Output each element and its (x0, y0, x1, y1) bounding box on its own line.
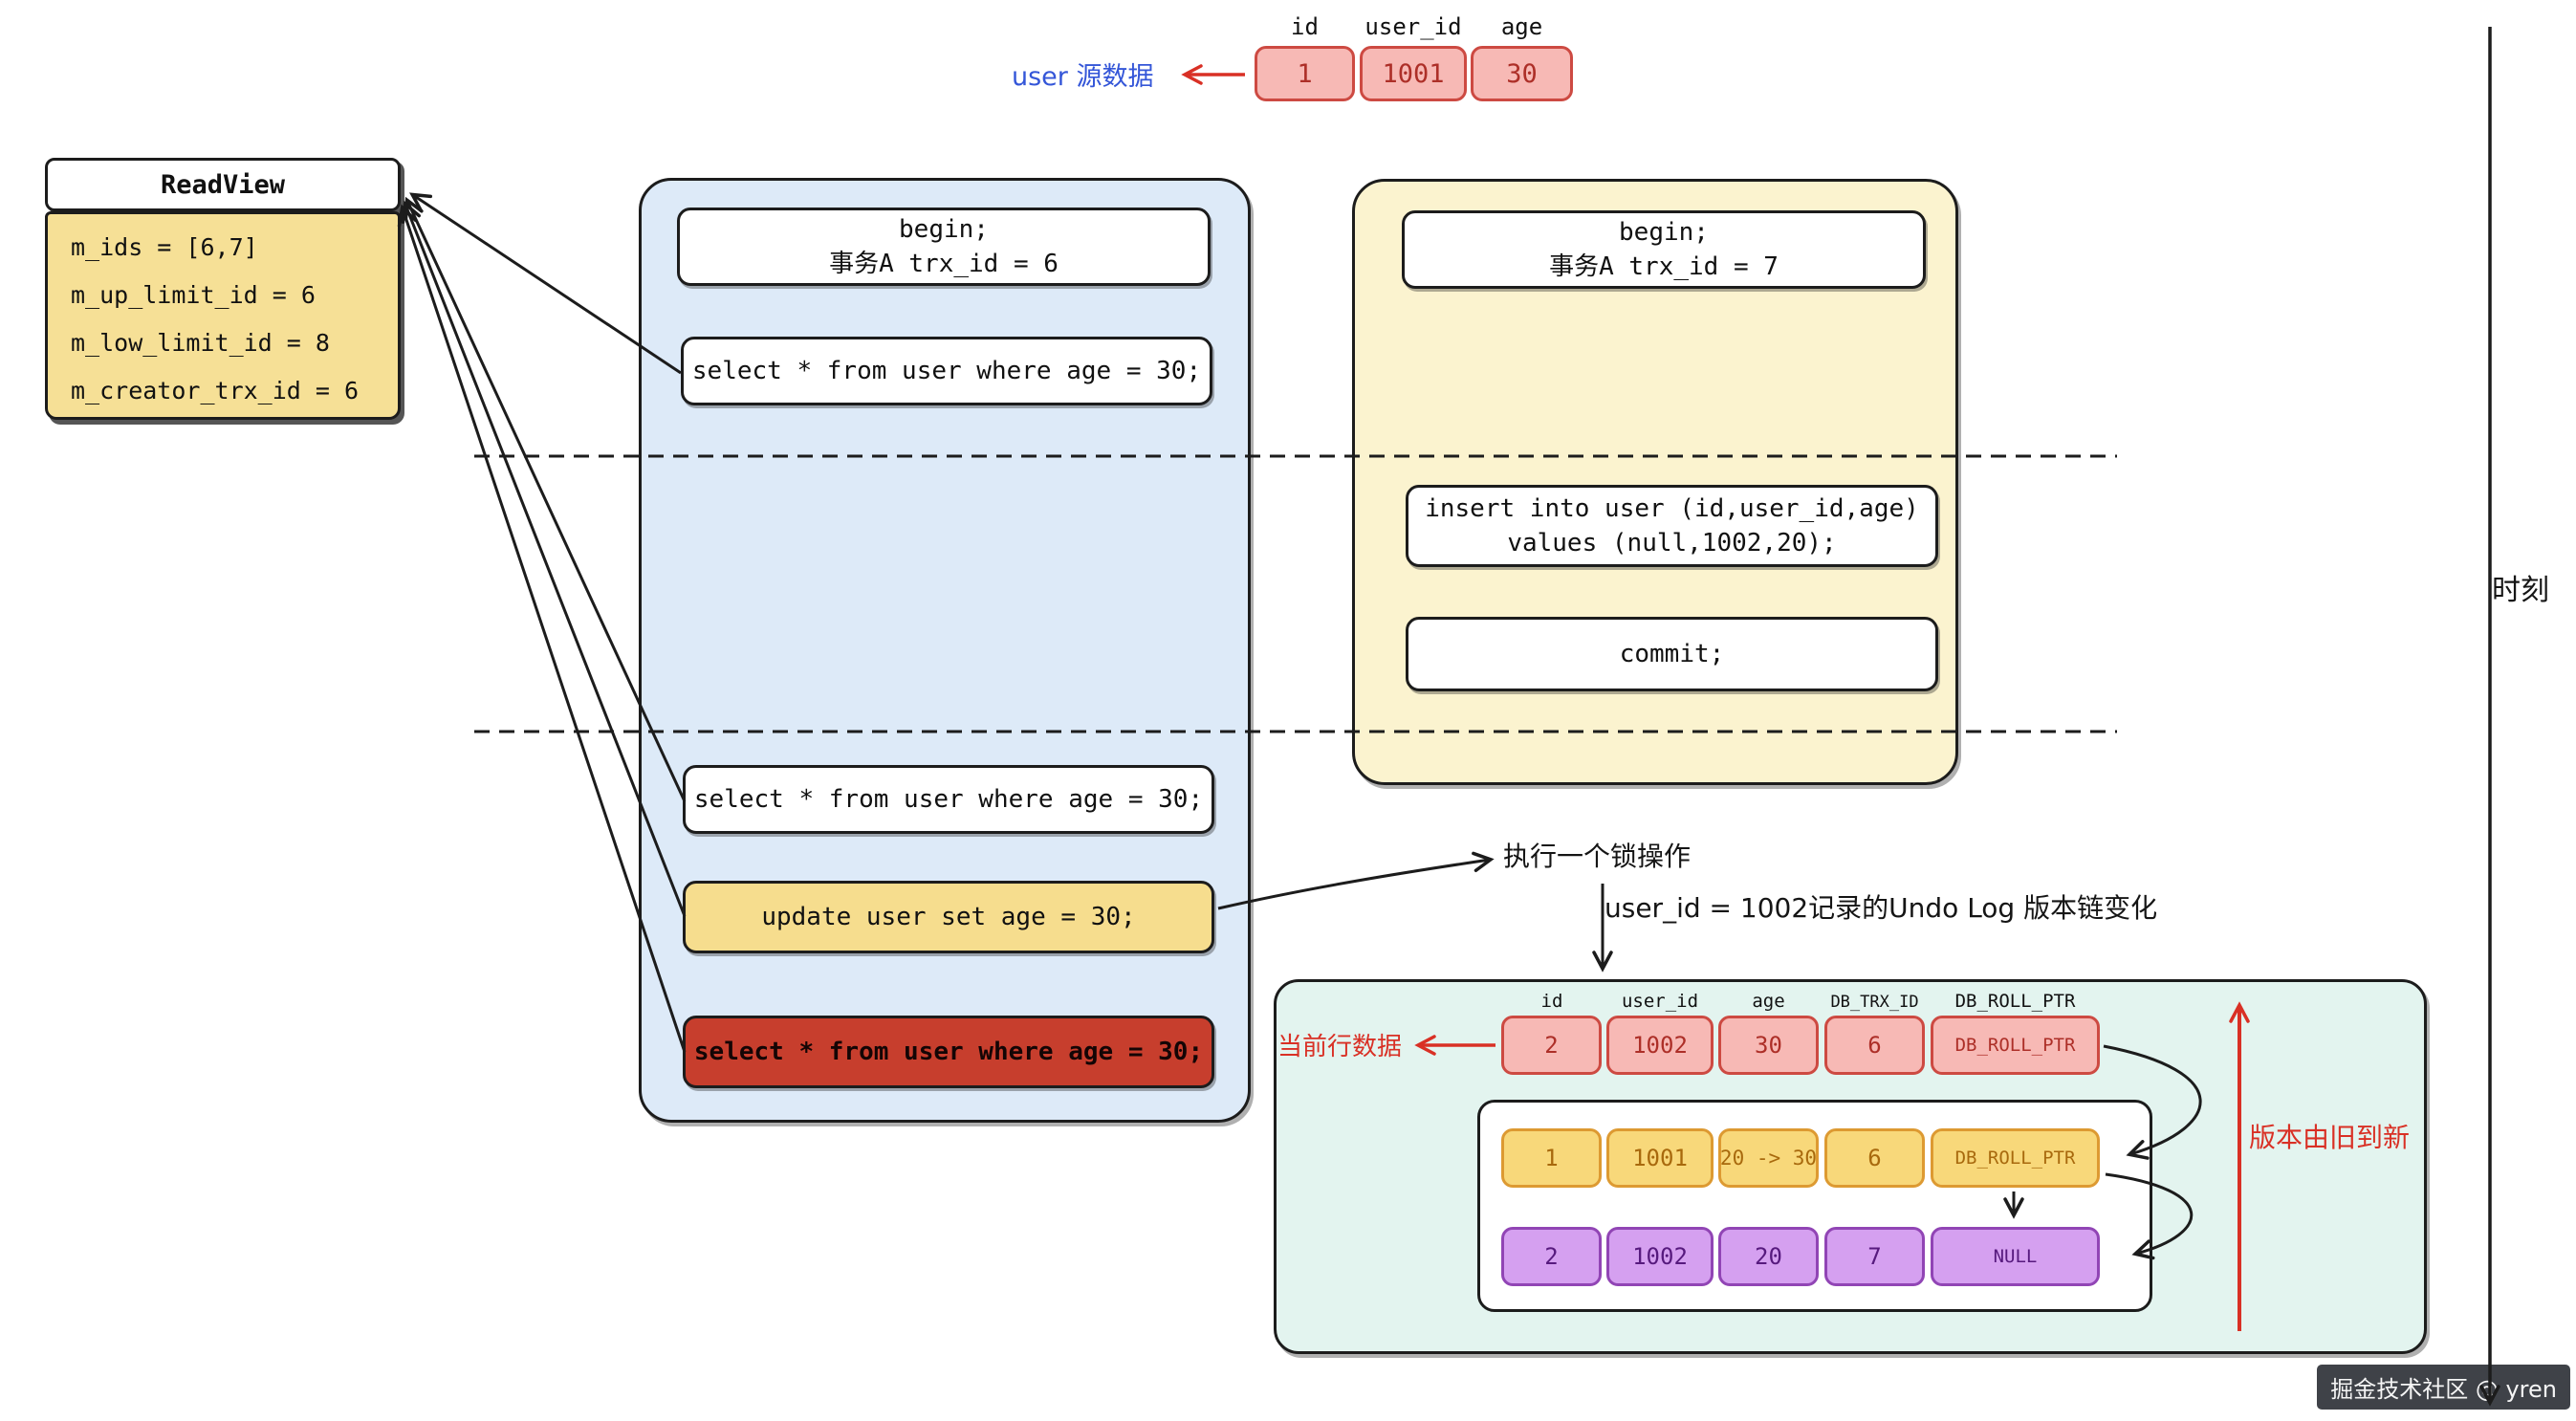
source-cell-id: 1 (1255, 46, 1355, 101)
trx-a-begin-box: begin; 事务A trx_id = 6 (677, 208, 1211, 286)
source-data-label: user 源数据 (1012, 62, 1154, 92)
trx-b-insert-line1: insert into user (id,user_id,age) (1425, 494, 1919, 523)
source-cell-age: 30 (1471, 46, 1573, 101)
trx-a-begin-line2: 事务A trx_id = 6 (829, 250, 1059, 278)
undo-header-user-id: user_id (1621, 991, 1699, 1012)
trx-a-select1-box: select * from user where age = 30; (681, 337, 1212, 405)
readview-title: ReadView (45, 158, 401, 211)
undo-current-cell-roll-ptr: DB_ROLL_PTR (1931, 1016, 2100, 1075)
undo-log-note: user_id = 1002记录的Undo Log 版本链变化 (1605, 892, 2158, 924)
undo-header-id: id (1540, 991, 1563, 1012)
undo-v1-cell-trx-id: 6 (1824, 1128, 1925, 1188)
undo-v1-cell-age: 20 -> 30 (1718, 1128, 1819, 1188)
trx-b-begin-line2: 事务A trx_id = 7 (1549, 252, 1779, 281)
trx-a-select3-text: select * from user where age = 30; (693, 1038, 1204, 1066)
trx-b-insert-box: insert into user (id,user_id,age) values… (1406, 485, 1938, 567)
undo-v2-cell-roll-ptr: NULL (1931, 1227, 2100, 1286)
trx-a-select2-box: select * from user where age = 30; (683, 765, 1214, 834)
undo-v2-cell-id: 2 (1501, 1227, 1602, 1286)
undo-header-db-roll-ptr: DB_ROLL_PTR (1954, 991, 2076, 1012)
readview-field-m-ids: m_ids = [6,7] (71, 233, 258, 261)
watermark-badge: 掘金技术社区 @ yren (2317, 1365, 2570, 1410)
undo-v1-cell-roll-ptr: DB_ROLL_PTR (1931, 1128, 2100, 1188)
source-header-user-id: user_id (1364, 13, 1462, 40)
undo-current-cell-age: 30 (1718, 1016, 1819, 1075)
undo-header-db-trx-id: DB_TRX_ID (1830, 993, 1919, 1012)
undo-current-cell-trx-id: 6 (1824, 1016, 1925, 1075)
source-header-age: age (1500, 13, 1543, 40)
transaction-a-container (639, 178, 1251, 1123)
lock-operation-label: 执行一个锁操作 (1503, 841, 1692, 872)
trx-a-update-text: update user set age = 30; (761, 903, 1136, 931)
readview-body: m_ids = [6,7] m_up_limit_id = 6 m_low_li… (45, 211, 401, 420)
undo-v1-cell-id: 1 (1501, 1128, 1602, 1188)
undo-current-cell-id: 2 (1501, 1016, 1602, 1075)
trx-b-begin-box: begin; 事务A trx_id = 7 (1402, 210, 1926, 289)
timeline-label: 时刻 (2492, 574, 2549, 607)
trx-b-commit-box: commit; (1406, 617, 1938, 691)
readview-field-creator: m_creator_trx_id = 6 (71, 377, 360, 404)
trx-a-select3-box: select * from user where age = 30; (683, 1016, 1214, 1088)
undo-current-cell-user-id: 1002 (1606, 1016, 1714, 1075)
trx-b-begin-line1: begin; (1619, 218, 1709, 247)
trx-b-commit-text: commit; (1619, 640, 1725, 668)
trx-a-select1-text: select * from user where age = 30; (691, 357, 1202, 385)
trx-a-select2-text: select * from user where age = 30; (693, 785, 1204, 814)
undo-v1-cell-user-id: 1001 (1606, 1128, 1714, 1188)
arrow-update-to-lock-note (1217, 851, 1495, 910)
undo-v2-cell-trx-id: 7 (1824, 1227, 1925, 1286)
readview-field-up-limit: m_up_limit_id = 6 (71, 281, 316, 309)
readview-field-low-limit: m_low_limit_id = 8 (71, 329, 330, 357)
trx-b-insert-line2: values (null,1002,20); (1507, 529, 1837, 557)
current-row-label: 当前行数据 (1277, 1033, 1403, 1061)
undo-v2-cell-age: 20 (1718, 1227, 1819, 1286)
trx-a-update-box: update user set age = 30; (683, 881, 1214, 953)
undo-v2-cell-user-id: 1002 (1606, 1227, 1714, 1286)
source-cell-user-id: 1001 (1360, 46, 1467, 101)
trx-a-begin-line1: begin; (899, 215, 989, 244)
undo-header-age: age (1752, 991, 1785, 1012)
version-order-label: 版本由旧到新 (2249, 1122, 2411, 1153)
source-header-id: id (1291, 13, 1319, 40)
